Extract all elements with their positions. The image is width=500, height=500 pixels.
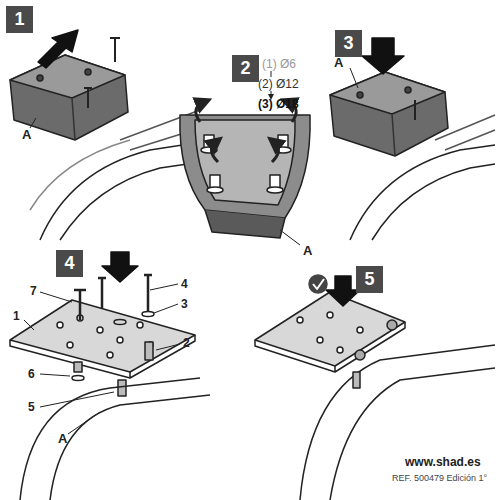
- hole-size: (2) Ø12: [258, 78, 299, 90]
- step-number-box: 4: [56, 250, 83, 277]
- step-number: 2: [240, 58, 250, 79]
- step-number: 1: [14, 9, 24, 30]
- step-number-box: 5: [356, 266, 383, 293]
- callout-number: 4: [181, 278, 188, 290]
- callout-number: 1: [13, 310, 20, 322]
- step-number-box: 1: [6, 6, 33, 33]
- callout-number: 3: [181, 298, 188, 310]
- part-letter: A: [22, 128, 31, 141]
- part-letter: A: [58, 432, 67, 445]
- hole-size: (1) Ø6: [262, 58, 296, 70]
- reference: REF. 500479 Edición 1°: [392, 474, 487, 483]
- part-letter: A: [303, 244, 312, 257]
- website: www.shad.es: [405, 456, 481, 468]
- step-number-box: 2: [232, 55, 259, 82]
- callout-number: 5: [28, 401, 35, 413]
- step-number-box: 3: [335, 30, 362, 57]
- callout-number: 7: [30, 285, 37, 297]
- step-number: 4: [64, 253, 74, 274]
- step-number: 3: [343, 33, 353, 54]
- hole-size: (3) Ø18: [258, 98, 299, 110]
- step-number: 5: [364, 269, 374, 290]
- callout-number: 6: [28, 368, 35, 380]
- part-letter: A: [334, 56, 343, 69]
- callout-number: 2: [183, 337, 190, 349]
